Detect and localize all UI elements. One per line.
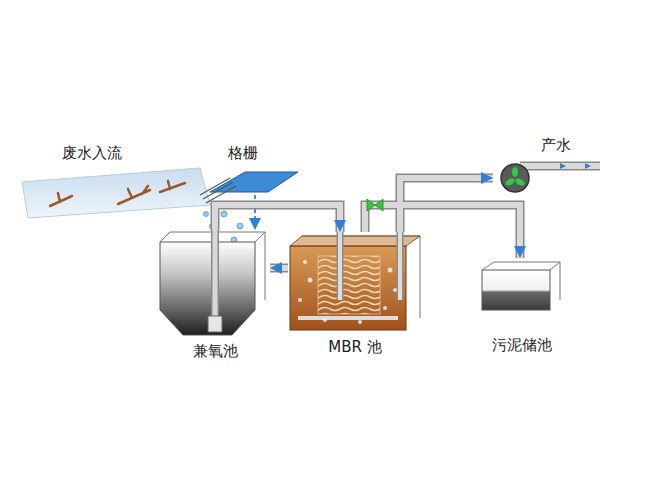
illustration-part — [482, 270, 550, 310]
anoxic-tank-node: 兼氧池 — [160, 230, 270, 368]
illustration-part — [290, 246, 406, 330]
node-label: 废水入流 — [62, 144, 122, 162]
inflow-channel — [22, 168, 210, 218]
inflow-channel-node: 废水入流 — [22, 140, 212, 220]
illustration-part — [520, 162, 600, 171]
illustration-part — [514, 177, 526, 187]
illustration-part — [208, 316, 222, 332]
screen — [200, 172, 298, 203]
illustration-part — [50, 181, 185, 206]
illustration-part — [338, 232, 342, 300]
illustration-part — [340, 232, 400, 300]
illustration-part — [160, 242, 255, 335]
illustration-part — [237, 223, 243, 229]
pipe-outline — [215, 205, 340, 232]
illustration-part — [520, 163, 600, 169]
illustration-part — [512, 167, 518, 177]
pipe-connector — [270, 265, 288, 271]
mbr-tank — [290, 232, 420, 330]
sludge-tank — [482, 262, 560, 310]
illustration-part — [204, 212, 209, 217]
node-label: 产水 — [541, 136, 571, 154]
illustration-part — [367, 199, 375, 211]
illustration-part — [308, 278, 313, 283]
illustration-part — [358, 320, 362, 324]
water-flow-arrow — [254, 195, 256, 230]
illustration-part — [221, 211, 227, 217]
pipe-outline — [365, 205, 520, 258]
pump — [501, 163, 600, 192]
illustration-part — [215, 178, 520, 268]
pipe-outline — [270, 264, 288, 273]
illustration-part — [213, 230, 218, 318]
illustration-part — [323, 318, 327, 322]
illustration-part — [560, 163, 591, 169]
pipe-connector — [215, 205, 340, 232]
illustration-part — [211, 230, 219, 318]
node-label: 兼氧池 — [160, 342, 270, 360]
illustration-part — [375, 199, 383, 211]
anoxic-tank — [160, 230, 265, 335]
illustration-part — [298, 260, 397, 324]
valve — [367, 199, 383, 211]
mbr-tank-node: MBR 池 — [288, 232, 422, 360]
illustration-part — [504, 177, 516, 187]
illustration-part — [398, 232, 402, 300]
illustration-part — [298, 298, 302, 302]
illustration-part — [318, 256, 380, 314]
illustration-part — [388, 268, 393, 273]
node-label: MBR 池 — [288, 338, 422, 356]
illustration-part — [501, 164, 529, 192]
illustration-part — [383, 306, 387, 310]
sludge-tank-node: 污泥储池 — [480, 258, 564, 360]
pipe-connector — [365, 205, 520, 258]
screen-node: 格栅 — [200, 140, 300, 195]
illustration-part — [340, 232, 400, 300]
illustration-part — [397, 232, 404, 300]
node-label: 污泥储池 — [480, 336, 564, 354]
node-label: 格栅 — [228, 144, 258, 162]
illustration-part — [337, 232, 344, 300]
pump-node: 产水 — [493, 136, 603, 196]
water-drops — [204, 211, 244, 243]
illustration-part — [22, 168, 210, 218]
illustration-part — [303, 260, 307, 264]
illustration-part — [298, 316, 398, 320]
illustration-part — [504, 167, 526, 187]
illustration-part — [393, 288, 397, 292]
illustration-part — [200, 178, 236, 203]
